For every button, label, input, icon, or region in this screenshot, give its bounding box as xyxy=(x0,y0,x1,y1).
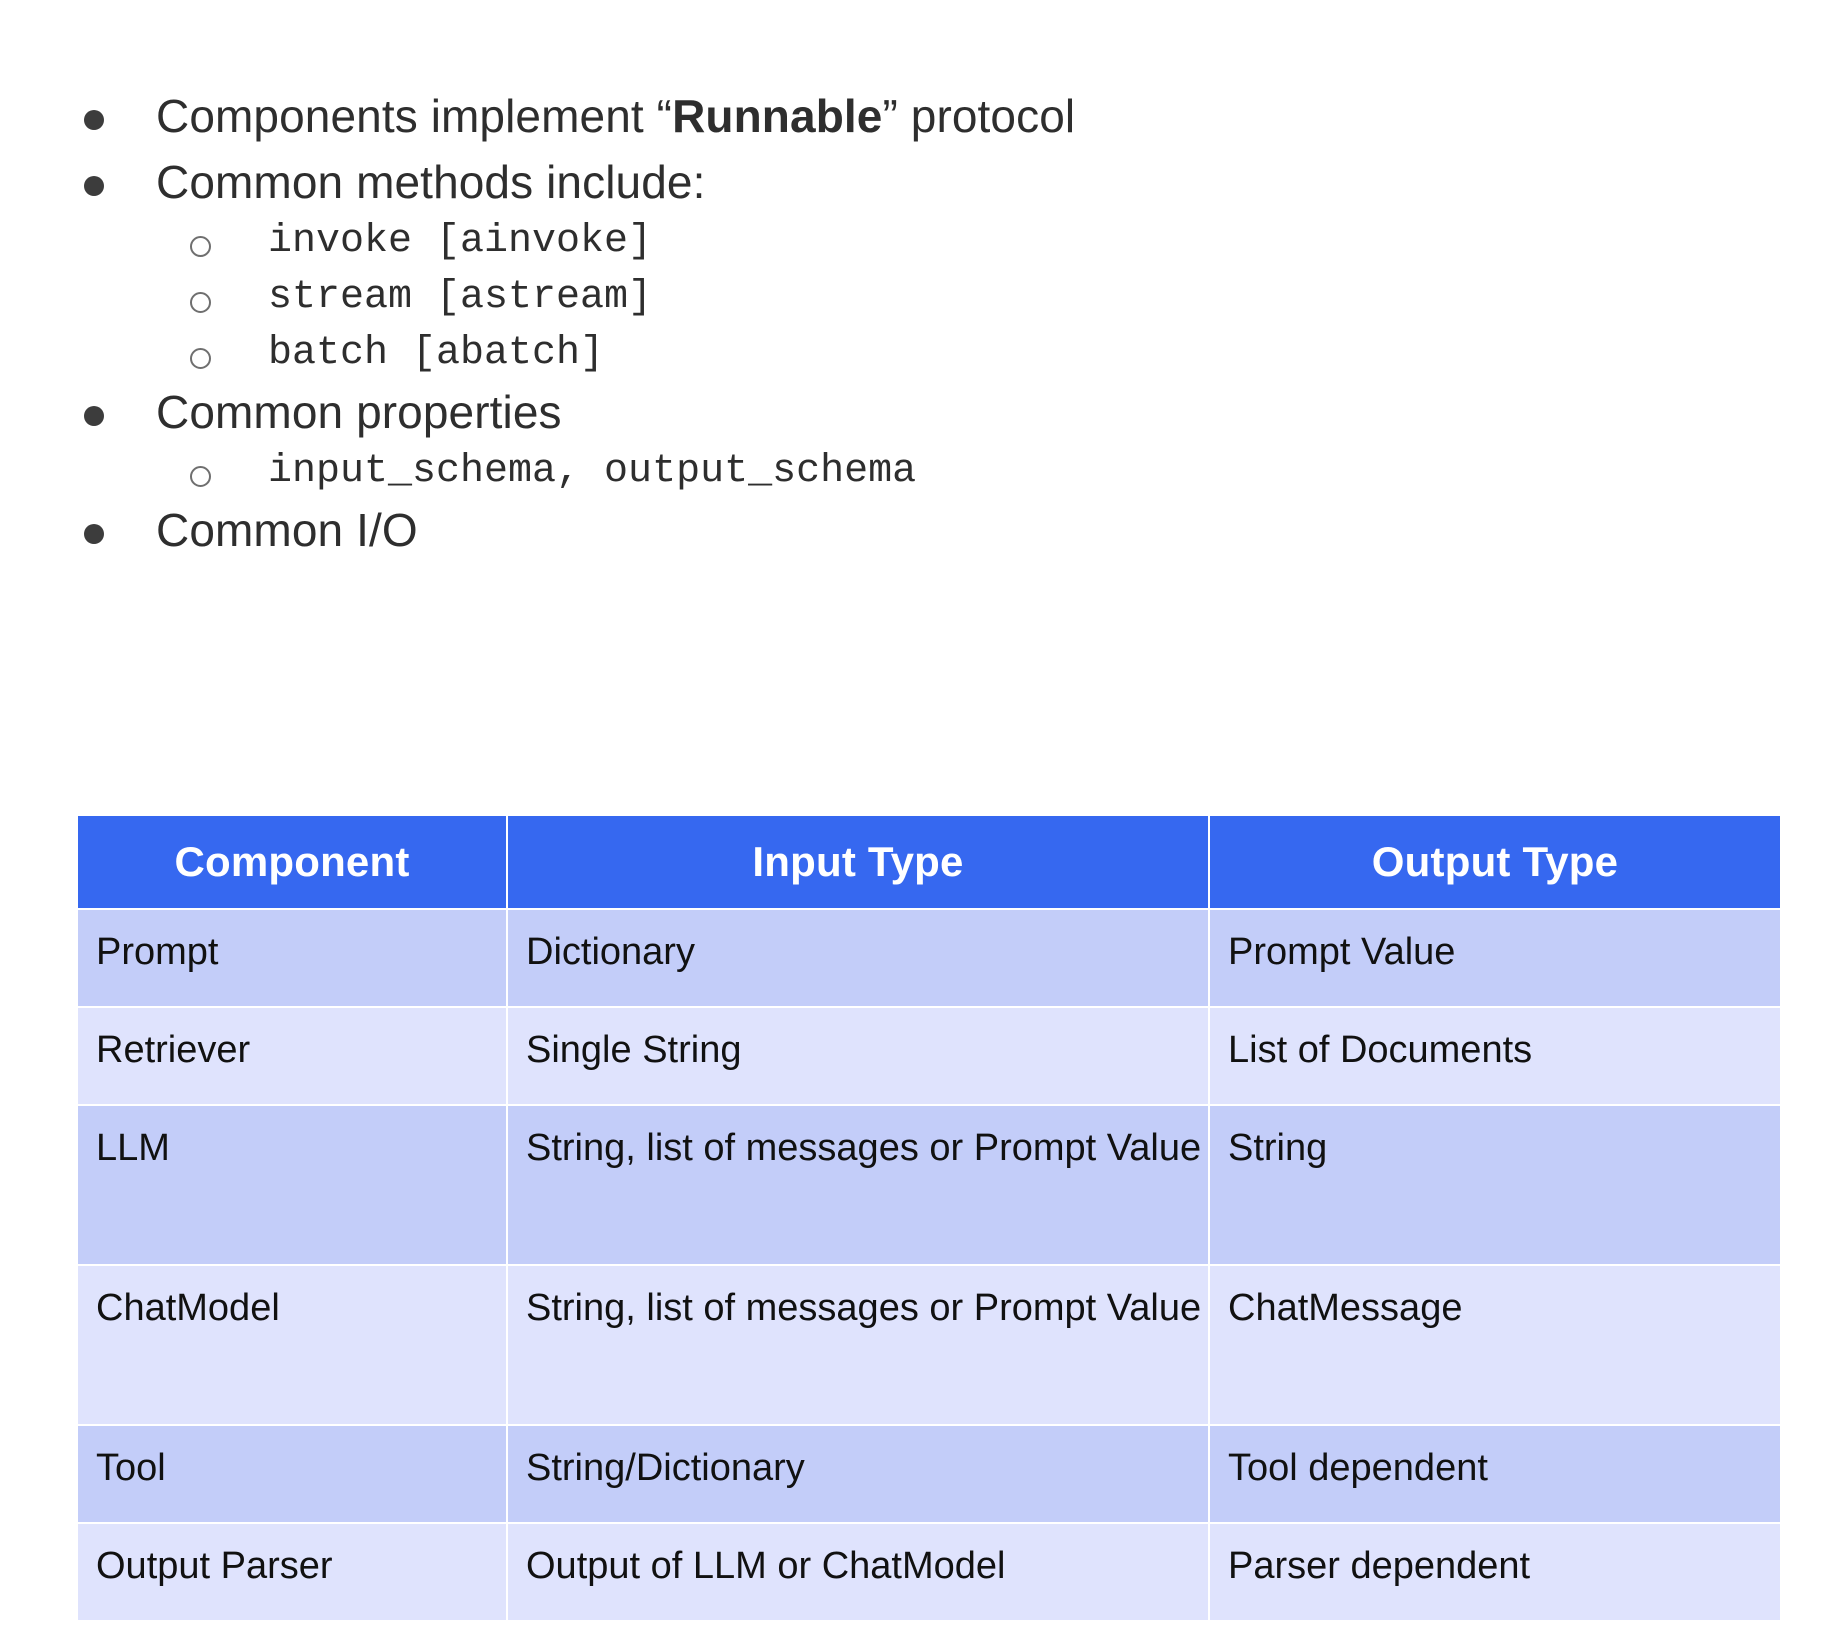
bullet-text: Common I/O xyxy=(156,504,418,556)
cell-input: String, list of messages or Prompt Value xyxy=(508,1266,1208,1424)
table-row: LLM String, list of messages or Prompt V… xyxy=(78,1106,1780,1264)
bullet-text-code: batch [abatch] xyxy=(268,331,605,376)
cell-input: Single String xyxy=(508,1008,1208,1104)
bullet-item-batch: batch [abatch] xyxy=(70,326,1770,382)
table-header-row: Component Input Type Output Type xyxy=(78,816,1780,908)
bullet-item-schemas: input_schema, output_schema xyxy=(70,444,1770,500)
bullet-item-common-methods: Common methods include: xyxy=(70,152,1770,214)
cell-component: Output Parser xyxy=(78,1524,506,1620)
column-header-output-type: Output Type xyxy=(1210,816,1780,908)
bullet-item-runnable-protocol: Components implement “Runnable” protocol xyxy=(70,86,1770,148)
bullet-item-invoke: invoke [ainvoke] xyxy=(70,214,1770,270)
table-row: Tool String/Dictionary Tool dependent xyxy=(78,1426,1780,1522)
component-io-table: Component Input Type Output Type Prompt … xyxy=(76,814,1782,1622)
bullet-item-common-io: Common I/O xyxy=(70,500,1770,562)
table-row: Output Parser Output of LLM or ChatModel… xyxy=(78,1524,1780,1620)
cell-output: Tool dependent xyxy=(1210,1426,1780,1522)
bullet-text-bold: Runnable xyxy=(672,90,883,142)
bullet-text: Components implement “Runnable” protocol xyxy=(156,86,1075,146)
column-header-component: Component xyxy=(78,816,506,908)
cell-input: String, list of messages or Prompt Value xyxy=(508,1106,1208,1264)
bullet-text-code: input_schema, output_schema xyxy=(268,449,917,494)
cell-output: List of Documents xyxy=(1210,1008,1780,1104)
table-header: Component Input Type Output Type xyxy=(78,816,1780,908)
cell-component: ChatModel xyxy=(78,1266,506,1424)
bullet-marker-hollow-circle-icon xyxy=(70,214,268,257)
bullet-text-code: stream [astream] xyxy=(268,275,653,320)
bullet-marker-filled-disc-icon xyxy=(70,86,156,130)
cell-output: Parser dependent xyxy=(1210,1524,1780,1620)
cell-component: Retriever xyxy=(78,1008,506,1104)
bullet-item-stream: stream [astream] xyxy=(70,270,1770,326)
bullet-marker-filled-disc-icon xyxy=(70,382,156,426)
table-row: ChatModel String, list of messages or Pr… xyxy=(78,1266,1780,1424)
bullet-text-pre: Components implement “ xyxy=(156,90,673,142)
table-body: Prompt Dictionary Prompt Value Retriever… xyxy=(78,910,1780,1620)
bullet-marker-hollow-circle-icon xyxy=(70,270,268,313)
bullet-marker-hollow-circle-icon xyxy=(70,326,268,369)
table-row: Prompt Dictionary Prompt Value xyxy=(78,910,1780,1006)
cell-output: String xyxy=(1210,1106,1780,1264)
bullet-marker-hollow-circle-icon xyxy=(70,444,268,487)
cell-component: Tool xyxy=(78,1426,506,1522)
bullet-text-post: ” protocol xyxy=(882,90,1076,142)
cell-component: Prompt xyxy=(78,910,506,1006)
cell-input: Output of LLM or ChatModel xyxy=(508,1524,1208,1620)
bullet-list: Components implement “Runnable” protocol… xyxy=(70,86,1770,562)
bullet-item-common-properties: Common properties xyxy=(70,382,1770,444)
cell-output: Prompt Value xyxy=(1210,910,1780,1006)
cell-input: String/Dictionary xyxy=(508,1426,1208,1522)
bullet-text: Common methods include: xyxy=(156,156,706,208)
cell-component: LLM xyxy=(78,1106,506,1264)
cell-output: ChatMessage xyxy=(1210,1266,1780,1424)
bullet-text-code: invoke [ainvoke] xyxy=(268,219,653,264)
cell-input: Dictionary xyxy=(508,910,1208,1006)
bullet-marker-filled-disc-icon xyxy=(70,152,156,196)
table-row: Retriever Single String List of Document… xyxy=(78,1008,1780,1104)
bullet-marker-filled-disc-icon xyxy=(70,500,156,544)
column-header-input-type: Input Type xyxy=(508,816,1208,908)
bullet-text: Common properties xyxy=(156,386,562,438)
